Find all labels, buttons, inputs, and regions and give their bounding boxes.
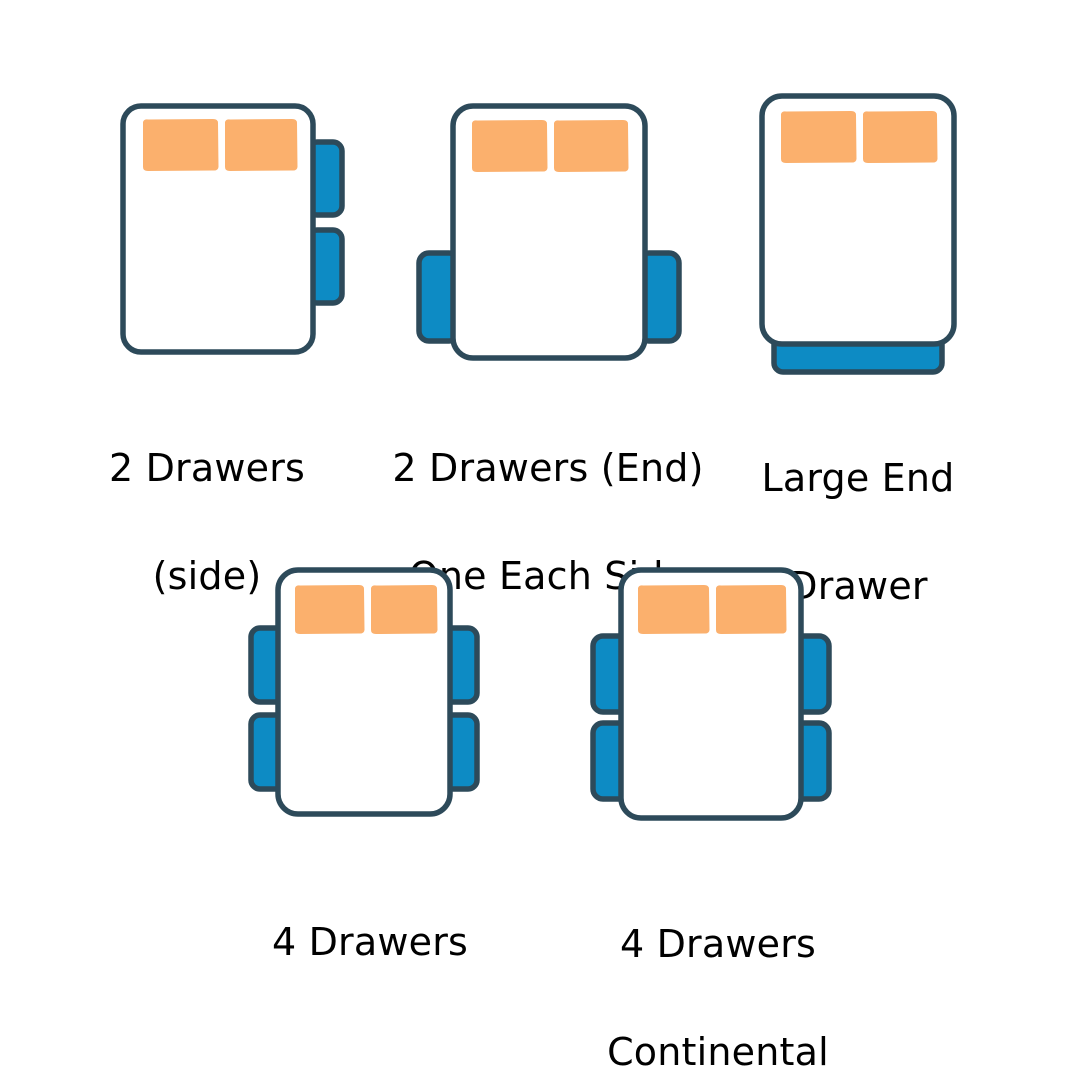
bed-icon-2-drawers-side xyxy=(120,103,345,355)
bed-icon-large-end-drawer xyxy=(759,93,957,375)
pillow-right xyxy=(863,111,938,163)
bed-option-4-drawers[interactable] xyxy=(240,558,500,828)
bed-option-4-drawers-continental[interactable] xyxy=(585,558,845,828)
pillow-left xyxy=(472,120,548,172)
caption-line: Continental xyxy=(607,1029,829,1074)
bed-icon-4-drawers-continental xyxy=(590,567,832,821)
pillow-left xyxy=(143,119,219,171)
pillow-right xyxy=(371,585,438,634)
caption-line: (side) xyxy=(152,553,262,598)
caption-4-drawers: 4 Drawers xyxy=(225,862,515,1024)
caption-4-drawers-continental: 4 Drawers Continental xyxy=(553,864,883,1080)
bed-icon-4-drawers xyxy=(248,567,480,817)
pillow-right xyxy=(554,120,629,172)
pillow-right xyxy=(716,585,787,634)
pillow-left xyxy=(781,111,857,163)
pillow-left xyxy=(638,585,710,634)
pillow-right xyxy=(225,119,298,171)
caption-line: Drawer xyxy=(788,563,928,608)
caption-line: 2 Drawers xyxy=(108,445,306,490)
caption-line: 2 Drawers (End) xyxy=(392,445,704,490)
caption-line: 4 Drawers xyxy=(271,919,469,964)
bed-icon-2-drawers-end xyxy=(416,103,682,361)
bed-option-2-drawers-side[interactable] xyxy=(108,92,358,372)
pillow-left xyxy=(295,585,365,634)
caption-line: 4 Drawers xyxy=(619,921,817,966)
bed-option-2-drawers-end-one-each-side[interactable] xyxy=(408,92,688,377)
caption-large-end-drawer: Large End Drawer xyxy=(713,398,1003,668)
bed-option-large-end-drawer[interactable] xyxy=(748,82,988,382)
caption-2-drawers-side: 2 Drawers (side) xyxy=(42,388,372,658)
caption-line: Large End xyxy=(761,455,955,500)
